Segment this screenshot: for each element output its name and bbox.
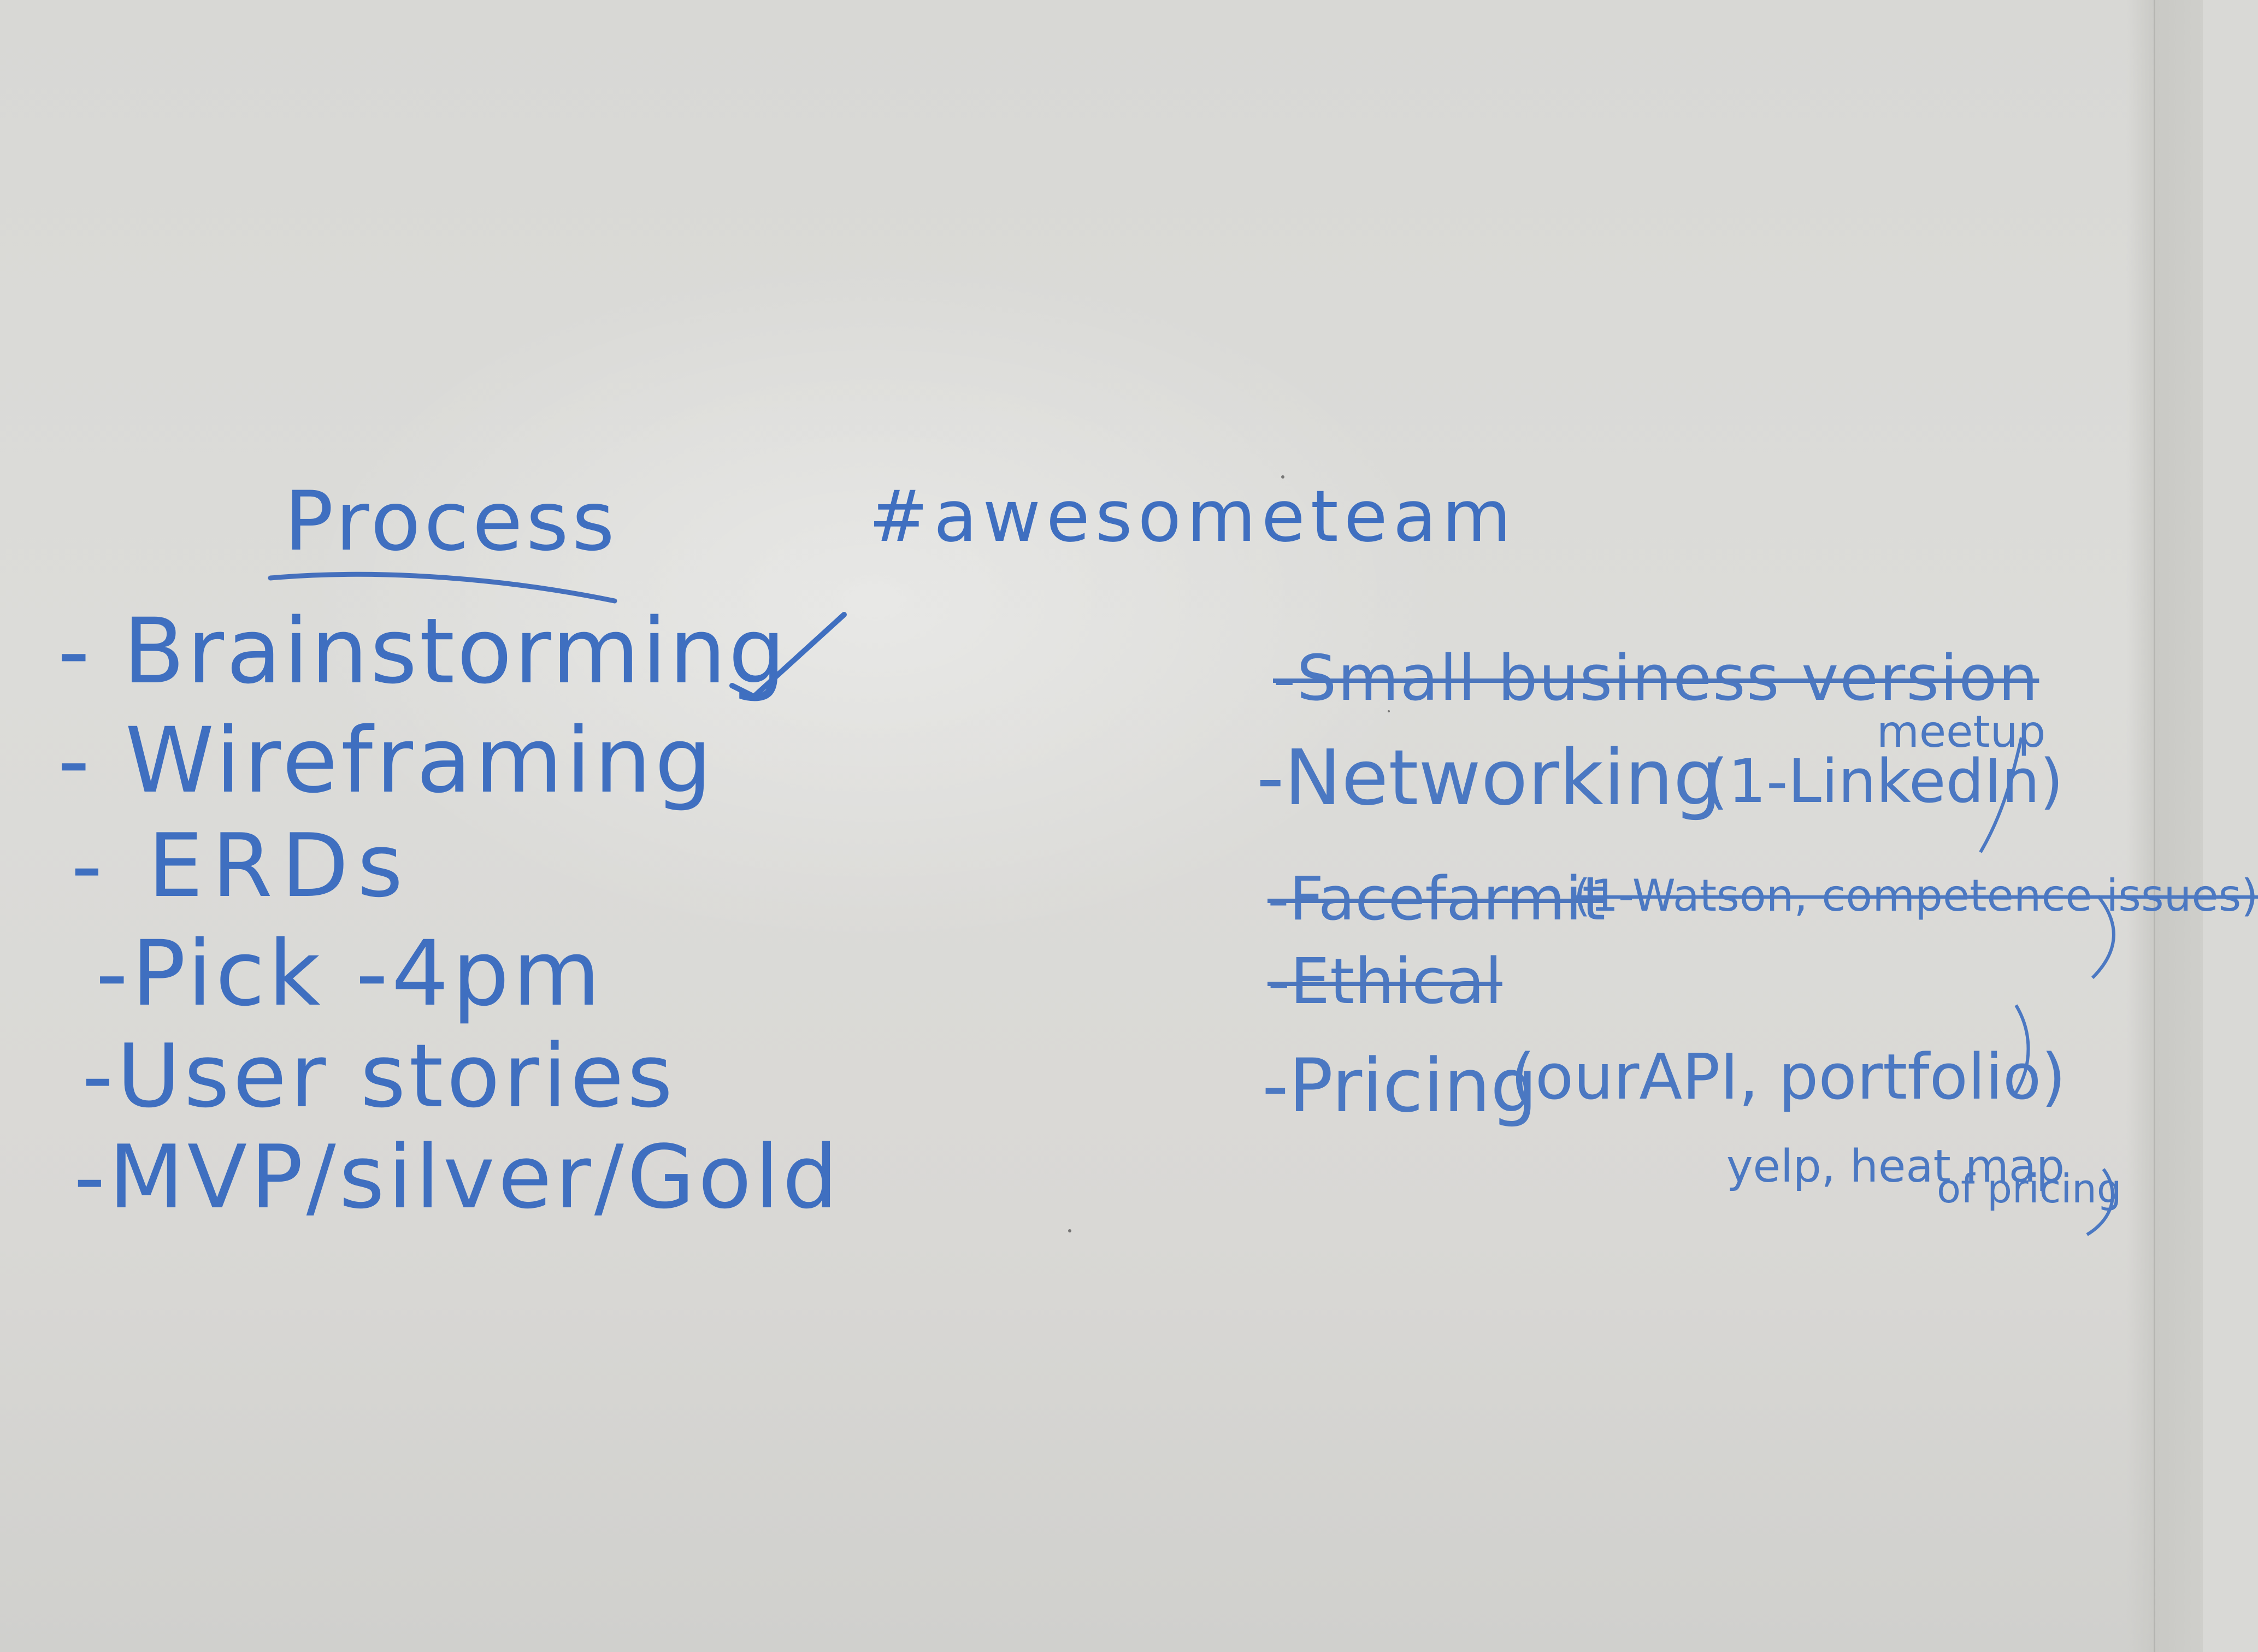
board-speck: [1068, 1229, 1071, 1232]
whiteboard-frame-edge: [2126, 0, 2203, 1652]
pricing-note: (ourAPI, portfolio): [1511, 1041, 2066, 1114]
list-item-ethical: -Ethical: [1267, 945, 1502, 1018]
list-item-small-business-version: -Small business version: [1273, 642, 2039, 715]
list-item-facefarmit: -Facefarmit: [1267, 864, 1606, 934]
facefarmit-note: (1-Watson, competence issues): [1573, 870, 2258, 921]
pricing-sub-note-2: of pricing: [1937, 1166, 2122, 1212]
list-item-networking: -Networking: [1257, 734, 1722, 823]
board-speck: [1388, 710, 1390, 712]
hashtag-title: #awesometeam: [869, 475, 1517, 558]
list-item-mvp: -MVP/silver/Gold: [74, 1126, 841, 1228]
list-item-brainstorming: - Brainstorming: [57, 599, 788, 704]
whiteboard-surface: [0, 0, 2203, 1652]
heading-process: Process: [284, 474, 618, 569]
networking-note: (1-LinkedIn): [1705, 746, 2064, 816]
list-item-wireframing: - Wireframing: [57, 708, 715, 813]
list-item-pricing: -Pricing: [1262, 1043, 1537, 1129]
list-item-pick: -Pick -4pm: [96, 921, 604, 1026]
list-item-erds: - ERDs: [71, 815, 412, 917]
pricing-sub-note-1: yelp, heat map: [1726, 1141, 2065, 1193]
list-item-user-stories: -User stories: [82, 1025, 676, 1127]
board-speck: [1281, 475, 1284, 479]
